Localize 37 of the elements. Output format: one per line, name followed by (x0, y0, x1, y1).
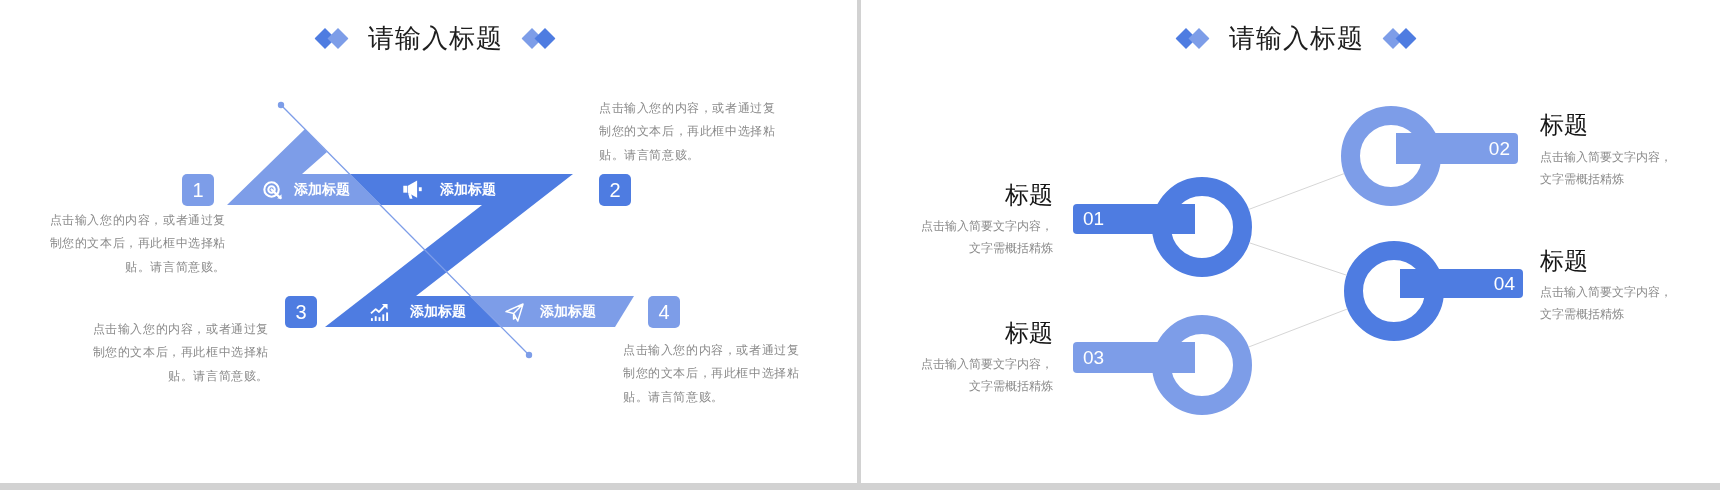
description-text: 点击输入您的内容，或者通过复制您的文本后，再此框中选择粘贴。请言简意赅。 (48, 212, 226, 276)
ribbon-band (470, 296, 634, 327)
number-tab: 04 (1400, 269, 1523, 298)
description-text: 点击输入您的内容，或者通过复制您的文本后，再此框中选择粘贴。请言简意赅。 (623, 342, 801, 406)
slide-panel (0, 0, 857, 483)
description-text: 点击输入您的内容，或者通过复制您的文本后，再此框中选择粘贴。请言简意赅。 (599, 100, 777, 164)
number-tab: 03 (1073, 342, 1195, 373)
band-label: 添加标题 (294, 180, 350, 198)
description-text: 点击输入简要文字内容，文字需概括精炼 (1540, 284, 1673, 322)
description-text: 点击输入简要文字内容，文字需概括精炼 (1540, 149, 1673, 187)
connector-line (1248, 242, 1348, 276)
item-heading: 标题 (1005, 180, 1053, 210)
slide-title: 请输入标题 (1228, 22, 1364, 54)
number-badge: 3 (285, 296, 317, 328)
item-heading: 标题 (1540, 246, 1588, 276)
connector-line (1248, 173, 1345, 210)
description-text: 点击输入您的内容，或者通过复制您的文本后，再此框中选择粘贴。请言简意赅。 (91, 321, 269, 385)
ring-marker (1341, 106, 1518, 206)
ribbon-band (227, 129, 381, 205)
item-heading: 标题 (1005, 318, 1053, 348)
number-badge: 1 (182, 174, 214, 206)
band-label: 添加标题 (440, 180, 496, 198)
number-tab: 01 (1073, 204, 1195, 234)
slide-panel (861, 0, 1720, 483)
ring-marker (1073, 177, 1252, 277)
description-text: 点击输入简要文字内容，文字需概括精炼 (920, 218, 1053, 256)
band-label: 添加标题 (540, 302, 596, 320)
ring-marker (1073, 315, 1252, 415)
number-tab: 02 (1396, 133, 1518, 164)
number-badge: 4 (648, 296, 680, 328)
description-text: 点击输入简要文字内容，文字需概括精炼 (920, 356, 1053, 394)
connector-line (1248, 308, 1348, 348)
item-heading: 标题 (1540, 110, 1588, 140)
slide-title: 请输入标题 (367, 22, 503, 54)
ring-marker (1344, 241, 1523, 341)
band-label: 添加标题 (410, 302, 466, 320)
number-badge: 2 (599, 174, 631, 206)
